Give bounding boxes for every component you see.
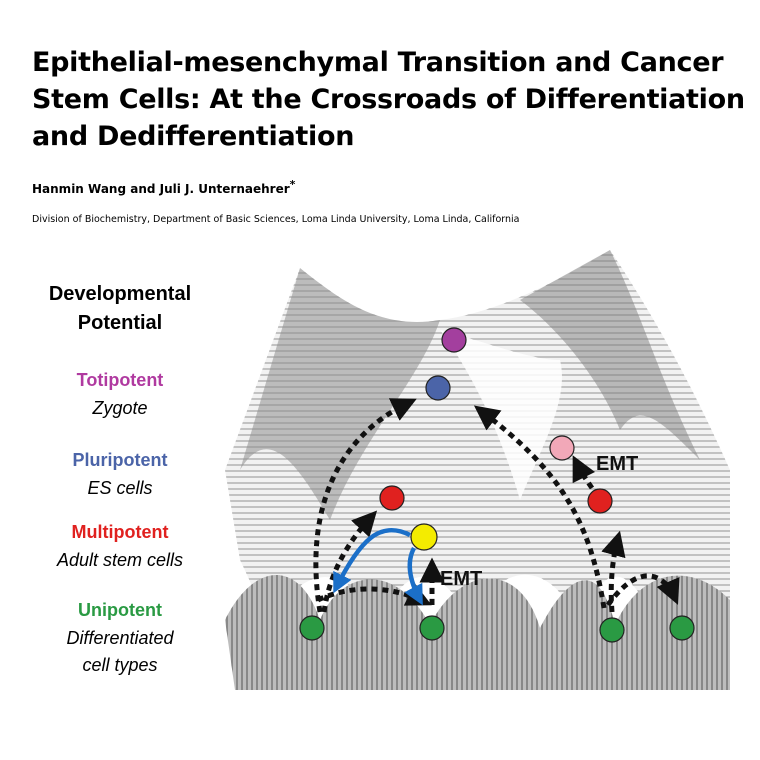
multipotent-cell [379,485,405,511]
level-pluripotent: Pluripotent [72,450,168,470]
level-unipotent: Unipotent [78,600,162,620]
blue-arrow [404,546,423,606]
level-unipotent-desc: Differentiated [66,628,174,648]
corresponding-author-mark: * [289,178,296,191]
paper-title: Epithelial-mesenchymal Transition and Ca… [32,44,752,155]
level-unipotent-desc: cell types [82,655,158,675]
unipotent-cell [419,615,445,641]
differentiation-arrow [605,573,680,607]
cancer-stem-cell [410,523,438,551]
title-line: and Dedifferentiation [32,121,355,152]
level-totipotent-desc: Zygote [92,398,148,418]
blue-arrows [333,527,423,606]
unipotent-cell [299,615,325,641]
dedifferentiation-arrow [313,398,417,613]
zygote-cell [441,327,467,353]
title-line: Stem Cells: At the Crossroads of Differe… [32,84,745,115]
affiliation: Division of Biochemistry, Department of … [32,214,520,225]
cells [299,327,695,643]
legend-header-line: Developmental [48,283,192,305]
unipotent-cell [669,615,695,641]
legend-header-line: Potential [77,312,163,334]
level-multipotent: Multipotent [71,522,169,542]
dashed-arrows [313,398,680,613]
author-names: Hanmin Wang and Juli J. Unternaehrer [32,182,290,196]
blue-arrow [333,527,412,594]
title-line: Epithelial-mesenchymal Transition and Ca… [32,47,724,78]
level-multipotent-desc: Adult stem cells [56,550,184,570]
emt-arrow [572,455,596,490]
differentiation-arrow [601,530,626,613]
author-list: Hanmin Wang and Juli J. Unternaehrer* [32,178,295,196]
es-cell [425,375,451,401]
level-totipotent: Totipotent [76,370,164,390]
differentiation-arrow [316,583,432,606]
differentiation-arrow [321,510,378,613]
unipotent-cell [599,617,625,643]
multipotent-cell [587,488,613,514]
emt-intermediate-cell [549,435,575,461]
emt-label: EMT [596,453,638,475]
emt-label: EMT [440,568,482,590]
level-pluripotent-desc: ES cells [87,478,153,498]
